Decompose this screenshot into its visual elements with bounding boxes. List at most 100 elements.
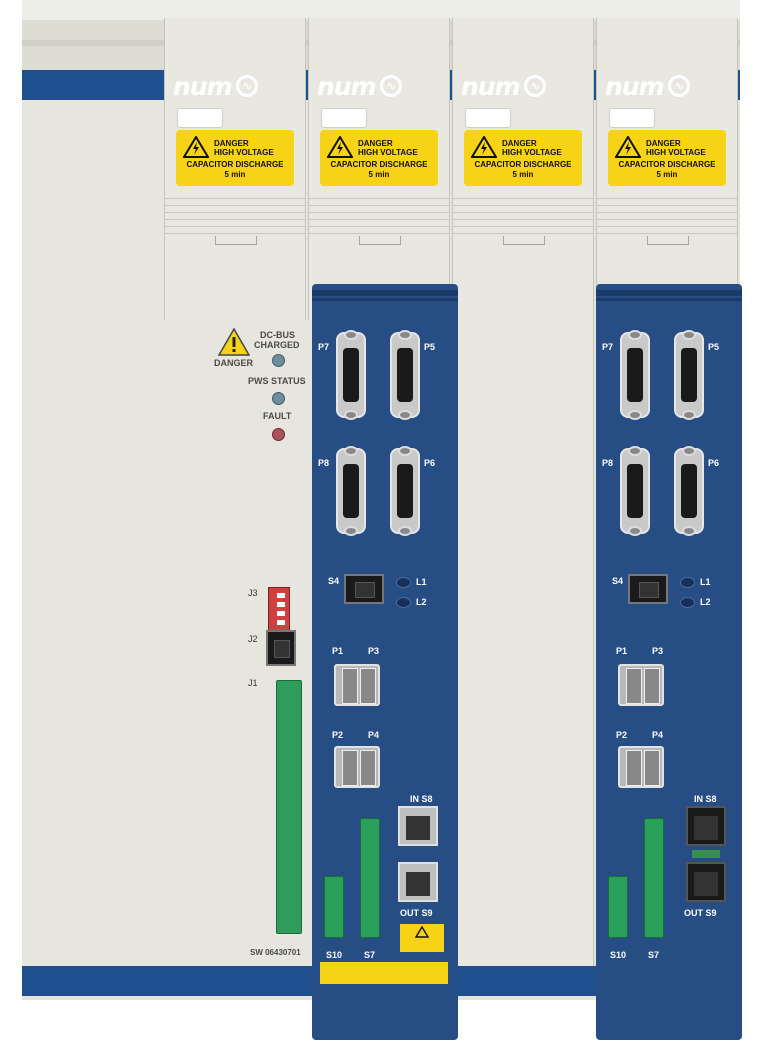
p3-label: P3 bbox=[368, 646, 380, 656]
s10-label: S10 bbox=[326, 950, 343, 960]
out-s9-label: OUT S9 bbox=[400, 908, 433, 918]
s4-label: S4 bbox=[612, 576, 624, 586]
rack-top-edge bbox=[22, 0, 740, 20]
drive-3-lower bbox=[452, 320, 594, 966]
p8-label: P8 bbox=[318, 458, 330, 468]
p4-label: P4 bbox=[652, 730, 664, 740]
s4-port[interactable] bbox=[628, 574, 668, 604]
l2-led bbox=[396, 597, 411, 608]
p1-label: P1 bbox=[616, 646, 628, 656]
charged-label: CHARGED bbox=[254, 340, 300, 350]
p7-connector[interactable] bbox=[336, 330, 366, 420]
p7-connector[interactable] bbox=[620, 330, 650, 420]
s4-port[interactable] bbox=[344, 574, 384, 604]
l1-label: L1 bbox=[416, 577, 427, 587]
p5-label: P5 bbox=[708, 342, 720, 352]
p4-label: P4 bbox=[368, 730, 380, 740]
link-indicator bbox=[692, 850, 720, 858]
p8-connector[interactable] bbox=[620, 446, 650, 536]
yellow-label-strip bbox=[320, 962, 448, 984]
label-slot bbox=[321, 108, 367, 128]
l2-led bbox=[680, 597, 695, 608]
j2-port[interactable] bbox=[266, 630, 296, 666]
s10-label: S10 bbox=[610, 950, 627, 960]
p3-label: P3 bbox=[652, 646, 664, 656]
fault-label: FAULT bbox=[263, 411, 292, 421]
in-s8-label: IN S8 bbox=[410, 794, 433, 804]
j3-label: J3 bbox=[248, 588, 258, 598]
p7-label: P7 bbox=[602, 342, 614, 352]
p7-label: P7 bbox=[318, 342, 330, 352]
p8-connector[interactable] bbox=[336, 446, 366, 536]
j2-label: J2 bbox=[248, 634, 258, 644]
s7-label: S7 bbox=[648, 950, 660, 960]
l2-label: L2 bbox=[700, 597, 711, 607]
p6-connector[interactable] bbox=[674, 446, 704, 536]
fault-led bbox=[272, 428, 285, 441]
high-voltage-icon bbox=[327, 136, 353, 158]
j3-dip-switch[interactable] bbox=[268, 587, 290, 631]
cpu-module-1: P7 P5 P8 P6 S4 L1 L2 P1 P3 P2 P4 IN S8 O… bbox=[312, 284, 458, 1040]
danger-text: DANGER bbox=[214, 358, 254, 368]
num-logo: num∿ bbox=[461, 71, 546, 101]
l1-led bbox=[680, 577, 695, 588]
l1-led bbox=[396, 577, 411, 588]
j1-terminal-block[interactable] bbox=[276, 680, 302, 934]
p6-label: P6 bbox=[424, 458, 436, 468]
s7-terminal[interactable] bbox=[360, 818, 380, 938]
high-voltage-icon bbox=[615, 136, 641, 158]
label-slot bbox=[465, 108, 511, 128]
l1-label: L1 bbox=[700, 577, 711, 587]
p6-connector[interactable] bbox=[390, 446, 420, 536]
dc-bus-led bbox=[272, 354, 285, 367]
warning-icon bbox=[218, 328, 250, 356]
out-s9-port[interactable] bbox=[398, 862, 438, 902]
usb-p2-p4[interactable] bbox=[334, 746, 380, 788]
usb-p2-p4[interactable] bbox=[618, 746, 664, 788]
label-slot bbox=[177, 108, 223, 128]
num-logo: num∿ bbox=[605, 71, 690, 101]
p1-label: P1 bbox=[332, 646, 344, 656]
wave-icon: ∿ bbox=[235, 75, 258, 97]
label-slot bbox=[609, 108, 655, 128]
in-s8-port[interactable] bbox=[398, 806, 438, 846]
cpu-module-2: P7 P5 P8 P6 S4 L1 L2 P1 P3 P2 P4 IN S8 O… bbox=[596, 284, 742, 1040]
s4-label: S4 bbox=[328, 576, 340, 586]
wave-icon: ∿ bbox=[523, 75, 546, 97]
usb-p1-p3[interactable] bbox=[334, 664, 380, 706]
in-s8-port[interactable] bbox=[686, 806, 726, 846]
wave-icon: ∿ bbox=[379, 75, 402, 97]
in-s8-label: IN S8 bbox=[694, 794, 717, 804]
usb-p1-p3[interactable] bbox=[618, 664, 664, 706]
p5-label: P5 bbox=[424, 342, 436, 352]
wave-icon: ∿ bbox=[667, 75, 690, 97]
s7-terminal[interactable] bbox=[644, 818, 664, 938]
high-voltage-icon bbox=[471, 136, 497, 158]
p8-label: P8 bbox=[602, 458, 614, 468]
dc-bus-label: DC-BUS bbox=[260, 330, 295, 340]
num-logo: num∿ bbox=[173, 71, 258, 101]
pws-status-label: PWS STATUS bbox=[248, 376, 306, 386]
pws-status-led bbox=[272, 392, 285, 405]
out-s9-port[interactable] bbox=[686, 862, 726, 902]
p5-connector[interactable] bbox=[390, 330, 420, 420]
p6-label: P6 bbox=[708, 458, 720, 468]
small-warning-label bbox=[400, 924, 444, 952]
sw-version: SW 06430701 bbox=[250, 948, 301, 957]
l2-label: L2 bbox=[416, 597, 427, 607]
j1-label: J1 bbox=[248, 678, 258, 688]
p2-label: P2 bbox=[616, 730, 628, 740]
s7-label: S7 bbox=[364, 950, 376, 960]
warning-icon bbox=[415, 926, 429, 938]
s10-terminal[interactable] bbox=[324, 876, 344, 938]
s10-terminal[interactable] bbox=[608, 876, 628, 938]
p5-connector[interactable] bbox=[674, 330, 704, 420]
